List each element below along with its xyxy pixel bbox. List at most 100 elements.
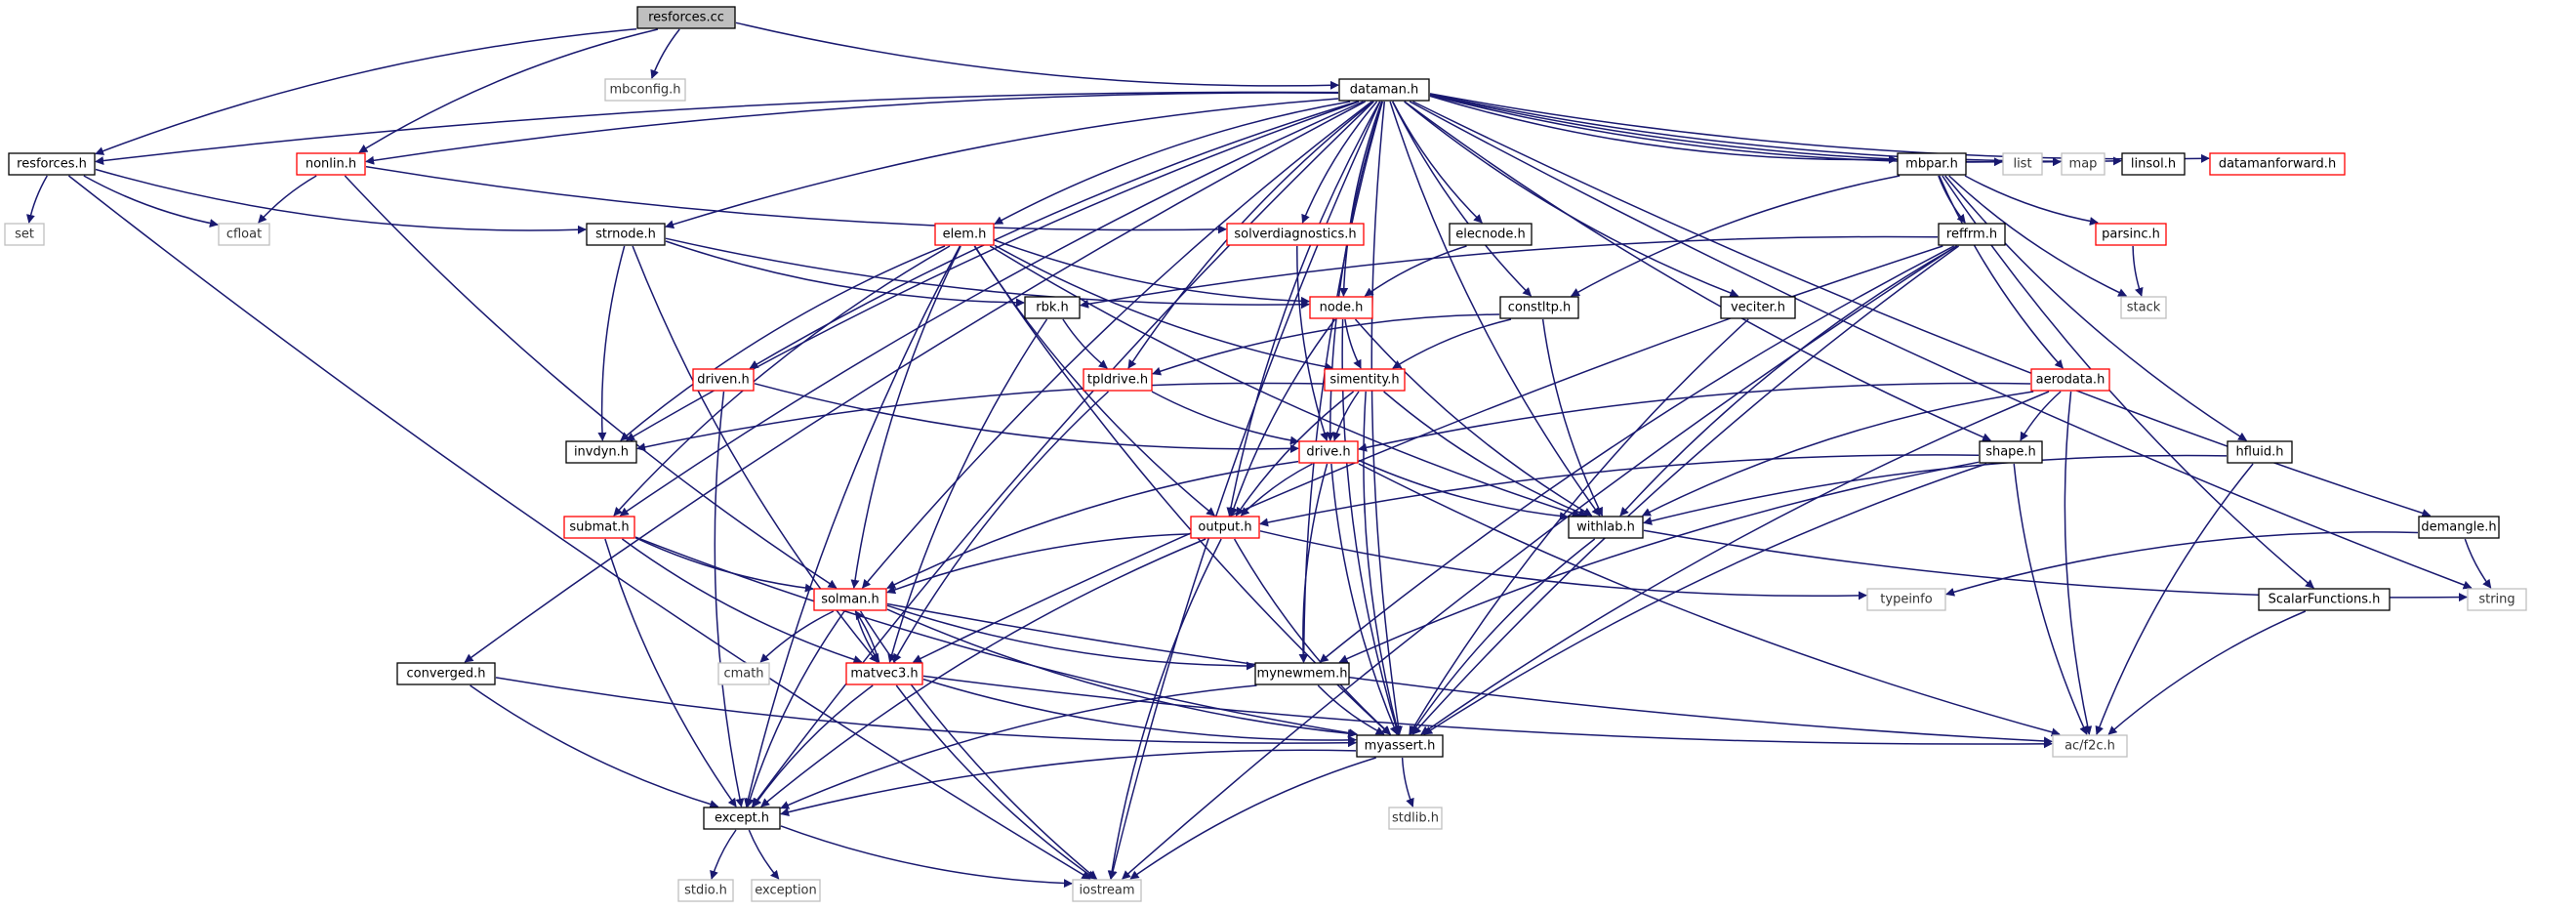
- edge-nonlin-to-cfloat: [258, 175, 317, 224]
- edge-dataman-to-output: [1226, 101, 1381, 517]
- edge-elem-to-node: [994, 239, 1310, 306]
- node-box: [1499, 296, 1579, 319]
- node-linsol[interactable]: linsol.h: [2121, 152, 2186, 176]
- node-reffrm[interactable]: reffrm.h: [1938, 223, 2006, 246]
- node-shape[interactable]: shape.h: [1979, 440, 2043, 464]
- node-label: aerodata.h: [2036, 373, 2106, 388]
- node-set: set: [4, 223, 45, 246]
- edge-withlab-to-myassert: [1410, 538, 1596, 735]
- node-label: hfluid.h: [2236, 445, 2284, 460]
- node-elem[interactable]: elem.h: [934, 223, 995, 246]
- edge-scalarfn-to-f2c: [2107, 610, 2307, 735]
- node-box: [1568, 516, 1644, 539]
- node-resforces_cc[interactable]: resforces.cc: [636, 6, 736, 29]
- node-nonlin[interactable]: nonlin.h: [296, 152, 366, 176]
- node-demangle[interactable]: demangle.h: [2418, 516, 2500, 539]
- node-label: rbk.h: [1036, 301, 1069, 315]
- edge-dataman-to-string: [1409, 101, 2473, 590]
- edge-matvec3-to-f2c: [922, 675, 2053, 749]
- node-elecnode[interactable]: elecnode.h: [1449, 223, 1533, 246]
- edge-drive-to-mynewmem: [1298, 463, 1329, 663]
- node-label: invdyn.h: [574, 445, 629, 460]
- node-label: set: [15, 228, 34, 242]
- node-label: tpldrive.h: [1087, 373, 1148, 388]
- edge-output-to-iostream: [1107, 538, 1222, 880]
- node-submat[interactable]: submat.h: [563, 516, 635, 539]
- node-resforces_h[interactable]: resforces.h: [8, 152, 96, 176]
- node-strnode[interactable]: strnode.h: [586, 223, 666, 246]
- node-label: nonlin.h: [306, 157, 356, 172]
- node-label: typeinfo: [1880, 593, 1932, 607]
- node-box: [1866, 588, 1946, 611]
- edge-strnode-to-invdyn: [597, 245, 626, 441]
- edge-tpldrive-to-drive: [1151, 391, 1299, 445]
- node-node[interactable]: node.h: [1309, 296, 1373, 319]
- node-dataman[interactable]: dataman.h: [1338, 78, 1430, 102]
- edge-simentity-to-output: [1235, 391, 1355, 517]
- edge-resforces_h-to-iostream: [67, 175, 1091, 880]
- node-constltp[interactable]: constltp.h: [1499, 296, 1579, 319]
- node-veciter[interactable]: veciter.h: [1720, 296, 1796, 319]
- edge-drive-to-myassert: [1330, 463, 1399, 735]
- node-label: veciter.h: [1731, 301, 1785, 315]
- node-solman[interactable]: solman.h: [813, 588, 887, 611]
- edge-shape-to-output: [1259, 454, 1980, 527]
- node-label: output.h: [1198, 520, 1251, 535]
- node-output[interactable]: output.h: [1190, 516, 1260, 539]
- edge-mynewmem-to-except: [780, 684, 1257, 809]
- edge-strnode-to-rbk: [665, 240, 1025, 308]
- node-drive[interactable]: drive.h: [1298, 440, 1359, 464]
- edge-shape-to-myassert: [1423, 463, 1987, 735]
- node-mynewmem[interactable]: mynewmem.h: [1254, 662, 1350, 685]
- edge-output-to-except: [760, 538, 1206, 807]
- node-simentity[interactable]: simentity.h: [1324, 368, 1406, 392]
- node-stdio: stdio.h: [677, 879, 734, 902]
- node-tpldrive[interactable]: tpldrive.h: [1083, 368, 1153, 392]
- edge-solverdiag-to-drive: [1296, 245, 1329, 441]
- node-box: [2418, 516, 2500, 539]
- edge-output-to-typeinfo: [1259, 530, 1867, 600]
- node-myassert[interactable]: myassert.h: [1356, 734, 1444, 758]
- edge-submat-to-except: [604, 538, 737, 807]
- node-except[interactable]: except.h: [703, 807, 781, 830]
- node-box: [703, 807, 781, 830]
- node-rbk[interactable]: rbk.h: [1024, 296, 1081, 319]
- node-hfluid[interactable]: hfluid.h: [2227, 440, 2293, 464]
- edge-driven-to-drive: [754, 383, 1299, 453]
- node-scalarfn[interactable]: ScalarFunctions.h: [2258, 588, 2391, 611]
- edge-shape-to-mynewmem: [1338, 461, 1980, 663]
- edge-mbpar-to-parsinc: [1964, 175, 2099, 226]
- node-datamanfwd[interactable]: datamanforward.h: [2209, 152, 2346, 176]
- node-converged[interactable]: converged.h: [396, 662, 496, 685]
- node-mbpar[interactable]: mbpar.h: [1897, 152, 1967, 176]
- edge-elem-to-except: [744, 245, 961, 807]
- node-aerodata[interactable]: aerodata.h: [2030, 368, 2110, 392]
- node-stack: stack: [2120, 296, 2167, 319]
- node-box: [1979, 440, 2043, 464]
- node-label: elem.h: [943, 228, 987, 242]
- node-matvec3[interactable]: matvec3.h: [845, 662, 923, 685]
- node-box: [218, 223, 270, 246]
- node-label: list: [2013, 157, 2031, 172]
- node-label: drive.h: [1306, 445, 1350, 460]
- node-label: map: [2069, 157, 2098, 172]
- edge-constltp-to-withlab: [1541, 318, 1604, 517]
- edge-drive-to-withlab: [1358, 459, 1569, 521]
- node-solverdiag[interactable]: solverdiagnostics.h: [1226, 223, 1365, 246]
- node-driven[interactable]: driven.h: [692, 368, 755, 392]
- node-label: strnode.h: [595, 228, 656, 242]
- node-box: [604, 78, 686, 102]
- node-box: [1072, 879, 1142, 902]
- edge-matvec3-to-iostream: [895, 684, 1096, 880]
- edge-except-to-exception: [748, 829, 780, 880]
- node-box: [1356, 734, 1444, 758]
- edge-demangle-to-string: [2464, 538, 2492, 589]
- node-box: [2052, 734, 2128, 758]
- node-withlab[interactable]: withlab.h: [1568, 516, 1644, 539]
- node-invdyn[interactable]: invdyn.h: [565, 440, 637, 464]
- edge-dataman-to-iostream: [1108, 101, 1381, 880]
- edge-solman-to-iostream: [859, 610, 1098, 880]
- node-parsinc[interactable]: parsinc.h: [2095, 223, 2167, 246]
- node-label: iostream: [1079, 884, 1134, 898]
